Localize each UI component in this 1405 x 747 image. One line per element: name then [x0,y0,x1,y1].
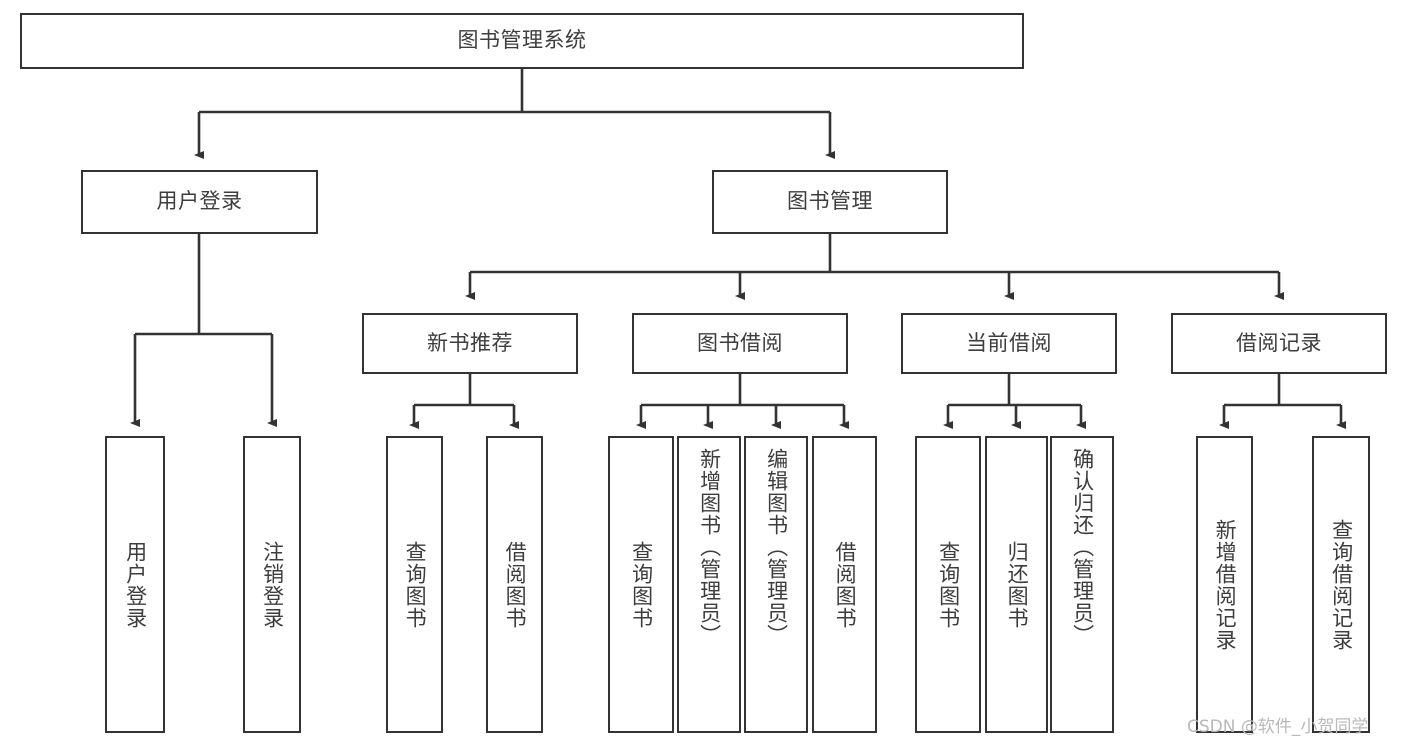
node-user-login[interactable]: 用户登录 [81,170,318,234]
node-label: 借阅图书 [503,540,528,629]
node-borrow-record[interactable]: 借阅记录 [1171,313,1387,374]
node-label: 借阅图书 [833,540,858,629]
node-label: 借阅记录 [1236,330,1322,355]
node-book-borrow[interactable]: 图书借阅 [632,313,848,374]
leaf-borrow-record-add-record[interactable]: 新增借阅记录 [1196,436,1253,733]
node-label: 查询图书 [403,540,428,629]
node-label: 查询图书 [936,540,961,629]
node-new-book-recommend[interactable]: 新书推荐 [362,313,578,374]
node-label: 查询借阅记录 [1329,518,1354,651]
node-label: 新增图书（管理员） [697,448,722,646]
leaf-book-borrow-query-book[interactable]: 查询图书 [608,436,674,733]
node-label: 新增借阅记录 [1213,518,1238,651]
node-label: 图书管理系统 [457,28,587,53]
leaf-book-borrow-add-book-admin[interactable]: 新增图书（管理员） [677,436,741,733]
leaf-new-book-borrow-book[interactable]: 借阅图书 [486,436,543,733]
leaf-borrow-record-query-record[interactable]: 查询借阅记录 [1312,436,1370,733]
leaf-current-borrow-confirm-return-admin[interactable]: 确认归还（管理员） [1050,436,1114,733]
leaf-new-book-query-book[interactable]: 查询图书 [386,436,443,733]
leaf-current-borrow-query-book[interactable]: 查询图书 [915,436,981,733]
leaf-current-borrow-return-book[interactable]: 归还图书 [985,436,1048,733]
node-label: 归还图书 [1005,540,1030,629]
node-label: 确认归还（管理员） [1070,448,1095,646]
node-current-borrow[interactable]: 当前借阅 [901,313,1117,374]
node-label: 当前借阅 [966,330,1052,355]
leaf-book-borrow-borrow-book[interactable]: 借阅图书 [812,436,877,733]
csdn-watermark: CSDN @软件_小贺同学 [1187,717,1369,737]
node-book-management[interactable]: 图书管理 [712,170,948,234]
node-root-book-management-system[interactable]: 图书管理系统 [20,13,1024,69]
node-label: 用户登录 [123,540,148,629]
leaf-user-login-login[interactable]: 用户登录 [105,436,165,733]
leaf-book-borrow-edit-book-admin[interactable]: 编辑图书（管理员） [744,436,808,733]
leaf-user-login-logout[interactable]: 注销登录 [243,436,301,733]
node-label: 用户登录 [156,189,243,214]
node-label: 注销登录 [260,540,285,629]
node-label: 编辑图书（管理员） [764,448,789,646]
node-label: 新书推荐 [427,330,513,355]
node-label: 查询图书 [629,540,654,629]
node-label: 图书借阅 [697,330,783,355]
node-label: 图书管理 [787,189,873,214]
